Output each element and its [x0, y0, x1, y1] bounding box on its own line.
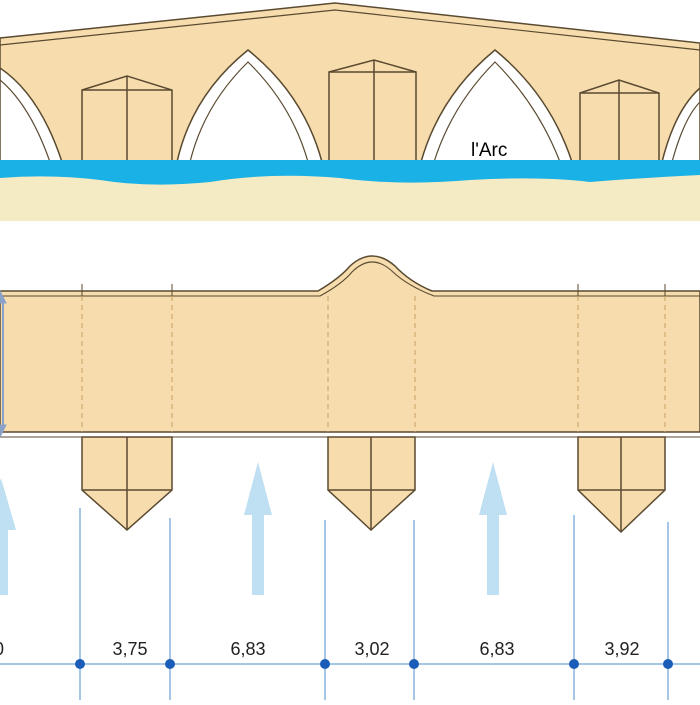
dimension-labels: 0 3,75 6,83 3,02 6,83 3,92	[0, 639, 640, 659]
flow-arrow-3	[479, 462, 507, 595]
pier-elevation-2	[328, 59, 417, 166]
flow-arrow-2	[244, 462, 272, 595]
width-arrow	[0, 289, 7, 439]
pier-elevation-1	[81, 75, 173, 164]
cutwater-plan-1	[81, 436, 173, 532]
dimension-dots	[75, 659, 673, 669]
pier-guide-ticks	[81, 284, 666, 296]
arch-rings	[0, 61, 700, 163]
river-water	[0, 160, 700, 185]
pier-guides	[81, 296, 666, 432]
parapet-line	[0, 9, 700, 51]
deck-plan	[0, 255, 700, 433]
dim-label-3: 3,02	[354, 639, 389, 659]
dim-label-2: 6,83	[230, 639, 265, 659]
elevation-view: l'Arc	[0, 2, 700, 221]
plan-view	[0, 255, 700, 595]
dimension-lines	[0, 508, 700, 700]
dim-label-0: 0	[0, 639, 4, 659]
deck-inner-edge-top	[0, 261, 700, 297]
dim-label-1: 3,75	[112, 639, 147, 659]
river-label: l'Arc	[471, 140, 507, 161]
pier-elevation-3	[579, 79, 660, 164]
cutwater-plan-3	[577, 436, 666, 534]
flow-arrows	[0, 462, 507, 595]
flow-arrow-1	[0, 478, 16, 595]
dim-label-5: 3,92	[604, 639, 639, 659]
cutwater-plan-2	[327, 436, 416, 532]
dim-label-4: 6,83	[479, 639, 514, 659]
